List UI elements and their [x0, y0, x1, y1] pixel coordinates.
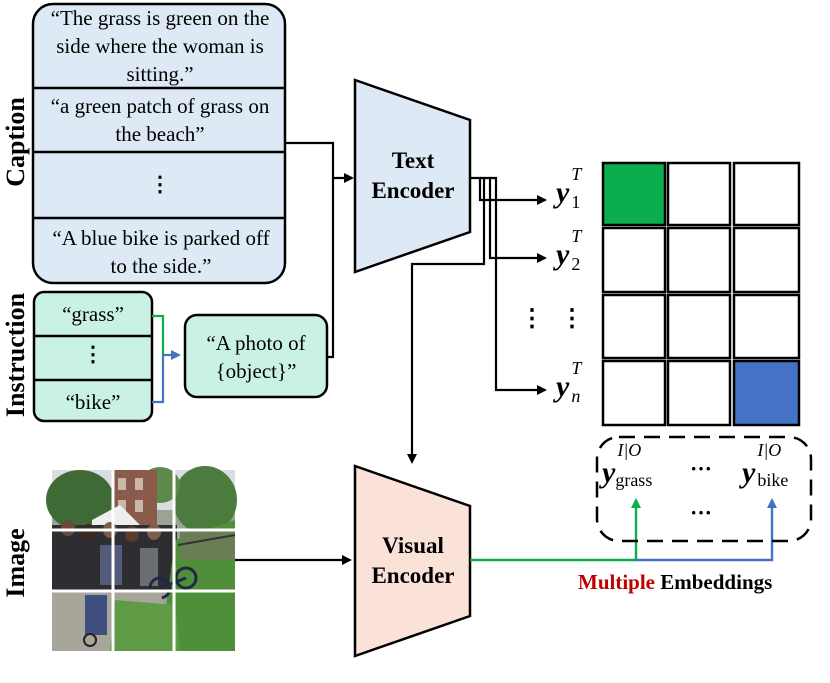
encoder-out-line — [480, 176, 547, 263]
image-embeddings-hdots-lower: ··· — [690, 500, 713, 525]
grid-cell — [732, 226, 801, 294]
multiple-embeddings-label: Multiple Embeddings — [578, 570, 772, 595]
encoder-out-line — [490, 176, 547, 395]
text-to-visual-line — [407, 178, 486, 464]
template-to-encoder-line — [327, 178, 335, 359]
diagram-canvas — [31, 2, 813, 658]
grid-cell — [666, 226, 732, 294]
grid-ellipsis: ⋮ — [560, 306, 584, 332]
visual-encoder-shape — [353, 464, 472, 658]
template-text: “A photo of {object}” — [206, 331, 306, 383]
instruction-side-label: Instruction — [1, 292, 30, 418]
caption-ellipsis: ⋮ — [149, 172, 171, 196]
caption-to-encoder-line — [285, 141, 335, 178]
multiple-word: Multiple — [578, 570, 655, 594]
text-encoder-label: Text Encoder — [371, 148, 455, 203]
instruction-grass: “grass” — [62, 302, 124, 326]
text-embedding-y2: y T 2 — [556, 226, 582, 274]
embeddings-dashed-box — [595, 435, 813, 543]
instruction-bike: “bike” — [65, 390, 121, 414]
embeddings-word: Embeddings — [660, 570, 773, 594]
instruction-ellipsis: ⋮ — [82, 342, 104, 366]
grid-cell — [601, 226, 667, 294]
caption-2: “a green patch of grass on the beach” — [50, 94, 270, 146]
visual-blue-line — [636, 498, 777, 562]
text-embedding-ellipsis: ⋮ — [520, 306, 544, 332]
blue-bracket — [152, 355, 165, 404]
text-embedding-y1: y T 1 — [556, 164, 582, 212]
image-embeddings-hdots: ··· — [690, 456, 713, 481]
image-photo — [46, 466, 237, 651]
grid-cell — [601, 293, 667, 360]
image-embedding-bike: y I|O bike — [742, 440, 789, 490]
grid-cell — [666, 359, 732, 427]
instruction-box — [32, 290, 154, 423]
caption-3: “A blue bike is parked off to the side.” — [52, 226, 270, 278]
caption-side-label: Caption — [1, 97, 30, 187]
grid-cell — [732, 161, 801, 227]
image-side-label: Image — [1, 528, 30, 598]
text-embedding-yn: y T n — [556, 358, 582, 406]
image-embedding-grass: y I|O grass — [602, 440, 653, 490]
grid-cell — [666, 161, 732, 227]
encoder-out-line — [470, 176, 547, 205]
green-bracket — [152, 314, 165, 355]
grid-cell — [601, 359, 667, 427]
grid-cell — [732, 293, 801, 360]
grid-cell-blue — [732, 359, 801, 427]
caption-1: “The grass is green on the side where th… — [50, 6, 270, 86]
visual-green-line — [470, 498, 641, 562]
grid-cell — [666, 293, 732, 360]
grid-cell-green — [601, 161, 667, 227]
visual-encoder-label: Visual Encoder — [371, 533, 455, 588]
text-encoder-shape — [353, 78, 472, 274]
similarity-grid — [601, 161, 801, 427]
